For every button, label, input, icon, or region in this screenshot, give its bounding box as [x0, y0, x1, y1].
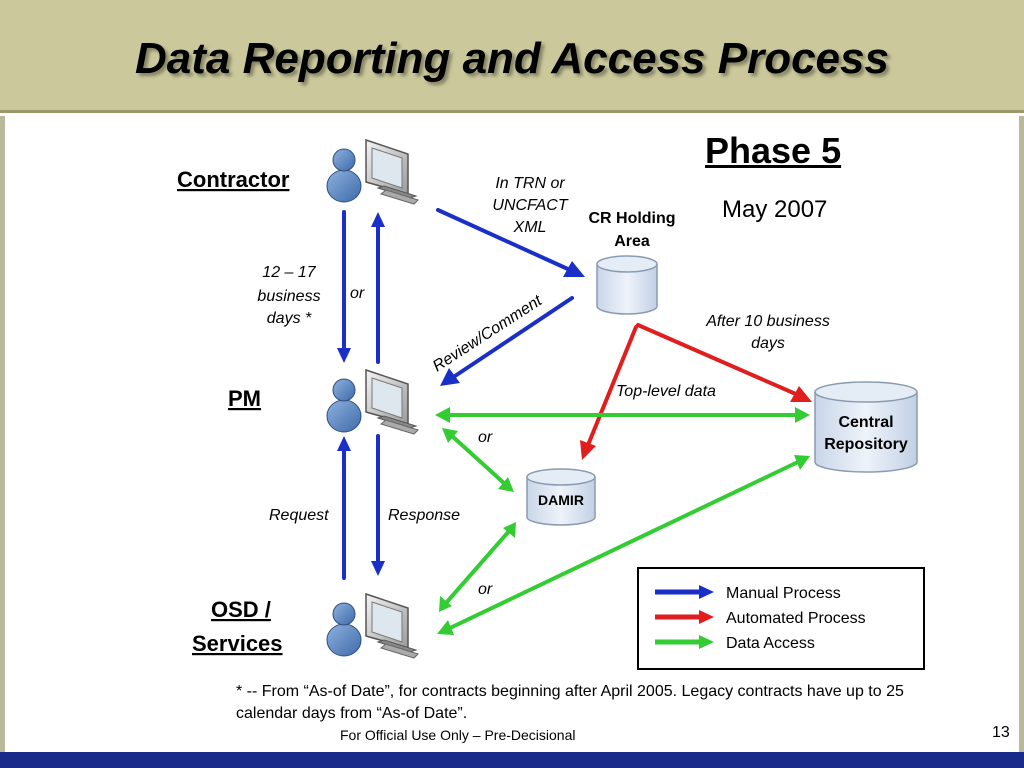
legend: Manual Process Automated Process Data Ac…: [637, 567, 925, 670]
osd-label-line1: OSD /: [211, 597, 271, 622]
arrow-cr-to-central: [636, 323, 812, 402]
slide-frame: [0, 116, 1024, 752]
edge-label-or-pm-damir: or: [478, 429, 493, 446]
central-repository-node: Central Repository: [814, 381, 918, 473]
edge-label-business-days: 12 – 17 business days *: [257, 264, 320, 327]
arrow-request: [337, 436, 351, 580]
footer-bar: [0, 752, 1024, 768]
arrow-osd-central-access: [437, 455, 810, 635]
phase-label: Phase 5: [705, 130, 842, 171]
arrow-response: [371, 434, 385, 576]
osd-user-computer-icon: [326, 593, 419, 659]
arrow-pm-to-contractor: [371, 212, 385, 364]
osd-actor: OSD / Services: [192, 593, 419, 659]
days-line1: 12 – 17: [262, 264, 316, 281]
edge-label-top-level-data: Top-level data: [616, 383, 716, 400]
legend-item-manual: Manual Process: [655, 585, 841, 602]
days-line3: days *: [267, 310, 312, 327]
arrow-cr-to-damir: [580, 325, 638, 460]
cr-holding-label-line2: Area: [614, 233, 650, 250]
title-bar: Data Reporting and Access Process: [0, 0, 1024, 113]
contractor-actor: Contractor: [177, 139, 419, 205]
legend-item-automated: Automated Process: [655, 610, 866, 627]
arrow-review-comment: [440, 296, 574, 386]
damir-database-icon: [526, 468, 596, 526]
edge-label-review-comment: Review/Comment: [430, 292, 546, 375]
edge-label-or-contractor-pm: or: [350, 285, 365, 302]
edge-label-request: Request: [269, 507, 329, 524]
legend-access-arrow-icon: [699, 635, 714, 649]
legend-item-access: Data Access: [655, 635, 815, 652]
after-days-line2: days: [751, 335, 785, 352]
cr-holding-database-icon: [596, 255, 658, 315]
cr-holding-label-line1: CR Holding: [588, 210, 675, 227]
cr-holding-area-node: CR Holding Area: [588, 210, 676, 315]
edge-label-in-trn: In TRN or UNCFACT XML: [492, 175, 568, 236]
legend-manual-arrow-icon: [699, 585, 714, 599]
central-repository-label-line1: Central: [838, 414, 893, 431]
pm-user-computer-icon: [326, 369, 419, 435]
edge-label-response: Response: [388, 507, 460, 524]
contractor-label: Contractor: [177, 167, 290, 192]
arrow-contractor-to-pm: [337, 210, 351, 363]
pm-label: PM: [228, 386, 261, 411]
damir-label: DAMIR: [538, 492, 584, 508]
osd-label-line2: Services: [192, 631, 283, 656]
legend-automated-arrow-icon: [699, 610, 714, 624]
central-repository-database-icon: [814, 381, 918, 473]
central-repository-label-line2: Repository: [824, 436, 908, 453]
slide-title: Data Reporting and Access Process: [135, 34, 889, 83]
in-trn-line3: XML: [513, 219, 547, 236]
in-trn-line1: In TRN or: [495, 175, 565, 192]
legend-label-manual: Manual Process: [726, 585, 841, 602]
arrow-damir-osd-access: [439, 522, 516, 612]
damir-node: DAMIR: [526, 468, 596, 526]
contractor-user-computer-icon: [326, 139, 419, 205]
arrow-pm-central-access: [435, 407, 810, 423]
arrow-pm-damir-access: [442, 428, 514, 492]
legend-label-access: Data Access: [726, 635, 815, 652]
after-days-line1: After 10 business: [705, 313, 830, 330]
legend-label-automated: Automated Process: [726, 610, 866, 627]
date-label: May 2007: [722, 196, 828, 223]
page-number: 13: [992, 724, 1010, 741]
arrow-contractor-to-cr-holding: [436, 208, 585, 277]
in-trn-line2: UNCFACT: [492, 197, 568, 214]
edge-label-after-days: After 10 business days: [705, 313, 830, 352]
footnote: * -- From “As-of Date”, for contracts be…: [236, 683, 904, 722]
edge-label-or-osd: or: [478, 581, 493, 598]
classification-marking: For Official Use Only – Pre-Decisional: [340, 727, 576, 743]
days-line2: business: [257, 288, 320, 305]
pm-actor: PM: [228, 369, 419, 435]
